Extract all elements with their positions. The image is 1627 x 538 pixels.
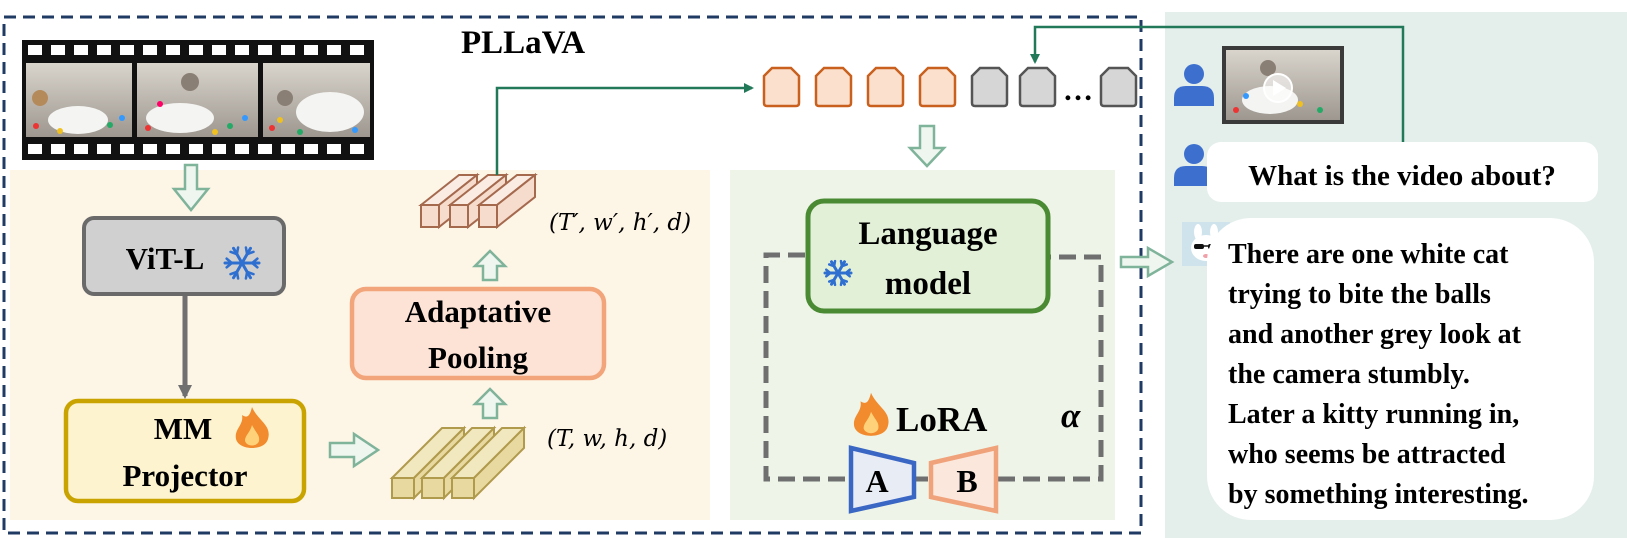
input-shape-label: (T, w, h, d) — [547, 426, 667, 452]
sprocket-hole — [258, 144, 272, 154]
token — [1018, 66, 1057, 108]
pooling-label-line1: Adaptative — [405, 294, 551, 329]
sprocket-hole — [97, 45, 111, 55]
feature-prism — [449, 425, 527, 501]
sprocket-hole — [143, 144, 157, 154]
video-filmstrip — [22, 40, 374, 160]
sprocket-hole — [212, 45, 226, 55]
sprocket-hole — [143, 45, 157, 55]
input-visual-features — [389, 425, 527, 501]
lora-a-label: A — [865, 463, 888, 499]
sprocket-hole — [212, 144, 226, 154]
sprocket-hole — [189, 144, 203, 154]
answer-line: There are one white cat — [1228, 239, 1509, 270]
sprocket-hole — [304, 45, 318, 55]
snowflake-icon — [823, 259, 853, 287]
lm-label-line2: model — [885, 266, 971, 302]
snowflake-icon — [223, 246, 261, 280]
sprocket-hole — [120, 45, 134, 55]
sprocket-hole — [51, 144, 65, 154]
sprocket-hole — [166, 45, 180, 55]
answer-line: and another grey look at — [1228, 319, 1522, 350]
question-bubble: What is the video about? — [1207, 142, 1598, 202]
vit-encoder: ViT-L — [82, 216, 286, 296]
lora-b-label: B — [956, 463, 977, 499]
flow-arrow-features-to-pooling — [471, 387, 509, 420]
feature-prism — [476, 172, 538, 230]
answer-bubble: There are one white cat trying to bite th… — [1207, 218, 1594, 520]
flame-icon — [853, 392, 889, 436]
token-ellipsis: … — [1063, 74, 1093, 107]
projector-label-line1: MM — [154, 411, 213, 446]
answer-text: There are one white cat trying to bite th… — [1228, 239, 1529, 510]
sprocket-hole — [166, 144, 180, 154]
vit-label: ViT-L — [126, 241, 205, 276]
sprocket-hole — [235, 144, 249, 154]
flow-arrow-projector-to-features — [328, 431, 381, 469]
diagram-title: PLLaVA — [461, 25, 585, 61]
sprocket-hole — [97, 144, 111, 154]
lora-matrix-b: B — [928, 445, 999, 514]
chat-video-thumbnail — [1222, 46, 1344, 124]
adaptive-pooling: Adaptative Pooling — [349, 286, 607, 381]
sprocket-hole — [74, 45, 88, 55]
sprocket-hole — [327, 144, 341, 154]
video-frame — [26, 63, 132, 137]
token-sequence — [762, 66, 1138, 108]
sprocket-hole — [28, 45, 42, 55]
token — [814, 66, 853, 108]
flame-icon — [235, 407, 269, 448]
pooling-label-line2: Pooling — [428, 340, 528, 375]
flow-arrow-video-to-vit — [171, 163, 211, 212]
sprocket-hole — [350, 45, 364, 55]
sprocket-hole — [189, 45, 203, 55]
play-icon — [1263, 73, 1293, 103]
sprocket-hole — [304, 144, 318, 154]
token — [762, 66, 801, 108]
pllava-frame — [2, 15, 1143, 535]
sprocket-hole — [281, 45, 295, 55]
lm-label-line1: Language — [858, 216, 997, 252]
language-model: Language model — [805, 198, 1051, 314]
lora-alpha: α — [1061, 396, 1081, 435]
sprocket-hole — [235, 45, 249, 55]
sprocket-hole — [281, 144, 295, 154]
token — [918, 66, 957, 108]
token — [970, 66, 1009, 108]
flow-arrow-pooling-to-output — [471, 249, 509, 282]
user-icon — [1174, 144, 1214, 186]
answer-line: trying to bite the balls — [1228, 279, 1491, 310]
sprocket-hole — [258, 45, 272, 55]
answer-line: the camera stumbly. — [1228, 359, 1470, 390]
lora-bypass-path — [763, 252, 1104, 482]
answer-line: Later a kitty running in, — [1228, 399, 1519, 430]
lora-label: LoRA — [896, 400, 988, 439]
output-shape-label: (T′, w′, h′, d) — [549, 210, 691, 236]
sprocket-hole — [51, 45, 65, 55]
link-question-to-tokens — [1030, 25, 1405, 142]
answer-line: who seems be attracted — [1228, 439, 1506, 470]
sprocket-hole — [28, 144, 42, 154]
user-icon — [1174, 64, 1214, 106]
link-pooled-to-tokens — [495, 83, 754, 175]
sprocket-hole — [327, 45, 341, 55]
question-text: What is the video about? — [1248, 160, 1556, 192]
answer-line: by something interesting. — [1228, 479, 1529, 510]
flow-arrow-tokens-to-lm — [907, 124, 947, 168]
sprocket-hole — [350, 144, 364, 154]
sprocket-hole — [120, 144, 134, 154]
token — [1099, 66, 1138, 108]
flow-arrow-lm-to-answer — [1119, 245, 1175, 279]
mm-projector: MM Projector — [63, 398, 307, 504]
sprocket-hole — [74, 144, 88, 154]
token — [866, 66, 905, 108]
video-frame — [137, 63, 258, 137]
lora-matrix-a: A — [848, 445, 917, 514]
pooled-visual-features — [418, 172, 538, 230]
projector-label-line2: Projector — [122, 458, 247, 493]
video-frame — [263, 63, 370, 137]
